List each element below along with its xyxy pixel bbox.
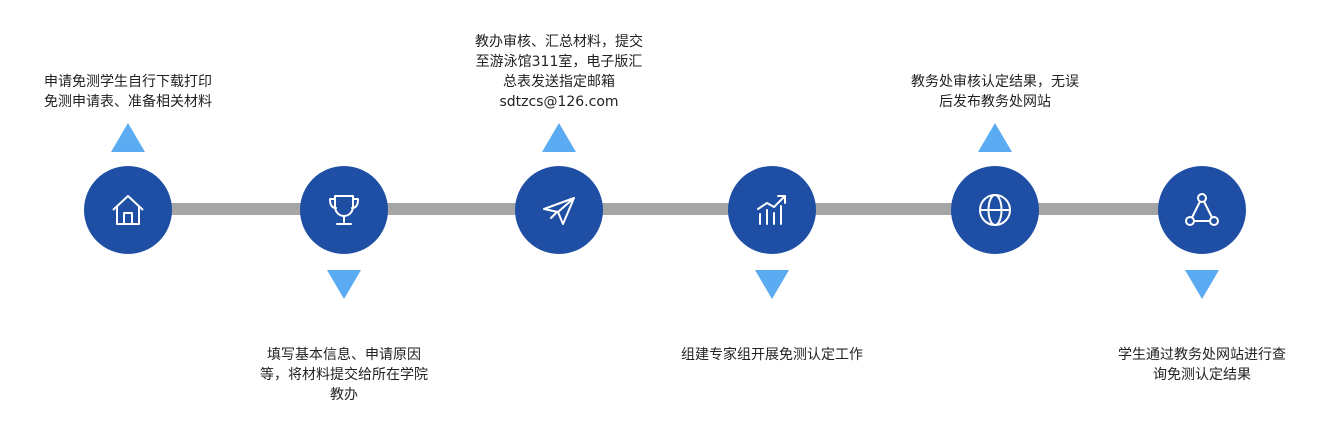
step-3-node <box>515 166 603 254</box>
step-1-arrow-up <box>111 123 145 152</box>
home-icon <box>112 195 144 225</box>
step-6-arrow-down <box>1185 270 1219 299</box>
step-5-line-2: 后发布教务处网站 <box>939 94 1051 110</box>
step-2-line-1: 填写基本信息、申请原因 <box>267 347 421 363</box>
step-2-label: 填写基本信息、申请原因 等，将材料提交给所在学院 教办 <box>239 345 449 405</box>
step-3-line-2: 至游泳馆311室，电子版汇 <box>475 54 643 70</box>
step-1-line-2: 免测申请表、准备相关材料 <box>44 94 212 110</box>
step-4-node <box>728 166 816 254</box>
step-6-line-2: 询免测认定结果 <box>1153 367 1251 383</box>
trophy-icon <box>329 195 359 225</box>
step-4-arrow-down <box>755 270 789 299</box>
globe-icon <box>979 194 1011 226</box>
step-3-line-4: sdtzcs@126.com <box>499 94 619 110</box>
step-3-line-1: 教办审核、汇总材料，提交 <box>475 34 643 50</box>
step-2-arrow-down <box>327 270 361 299</box>
step-6-label: 学生通过教务处网站进行查 询免测认定结果 <box>1097 345 1307 385</box>
timeline-connector-line <box>128 203 1202 215</box>
step-3-line-3: 总表发送指定邮箱 <box>503 74 615 90</box>
step-2-node <box>300 166 388 254</box>
paper-plane-icon <box>543 197 575 225</box>
step-6-line-1: 学生通过教务处网站进行查 <box>1118 347 1286 363</box>
step-3-label: 教办审核、汇总材料，提交 至游泳馆311室，电子版汇 总表发送指定邮箱 sdtz… <box>454 32 664 112</box>
step-1-node <box>84 166 172 254</box>
step-4-line-1: 组建专家组开展免测认定工作 <box>681 347 863 363</box>
step-5-arrow-up <box>978 123 1012 152</box>
step-1-label: 申请免测学生自行下载打印 免测申请表、准备相关材料 <box>23 72 233 112</box>
step-3-arrow-up <box>542 123 576 152</box>
growth-chart-icon <box>757 195 786 225</box>
step-5-line-1: 教务处审核认定结果，无误 <box>911 74 1079 90</box>
step-5-node <box>951 166 1039 254</box>
step-1-line-1: 申请免测学生自行下载打印 <box>44 74 212 90</box>
step-5-label: 教务处审核认定结果，无误 后发布教务处网站 <box>890 72 1100 112</box>
step-6-node <box>1158 166 1246 254</box>
step-2-line-2: 等，将材料提交给所在学院 <box>260 367 428 383</box>
triangle-network-icon <box>1185 193 1219 226</box>
step-4-label: 组建专家组开展免测认定工作 <box>652 345 892 365</box>
step-2-line-3: 教办 <box>330 387 358 403</box>
